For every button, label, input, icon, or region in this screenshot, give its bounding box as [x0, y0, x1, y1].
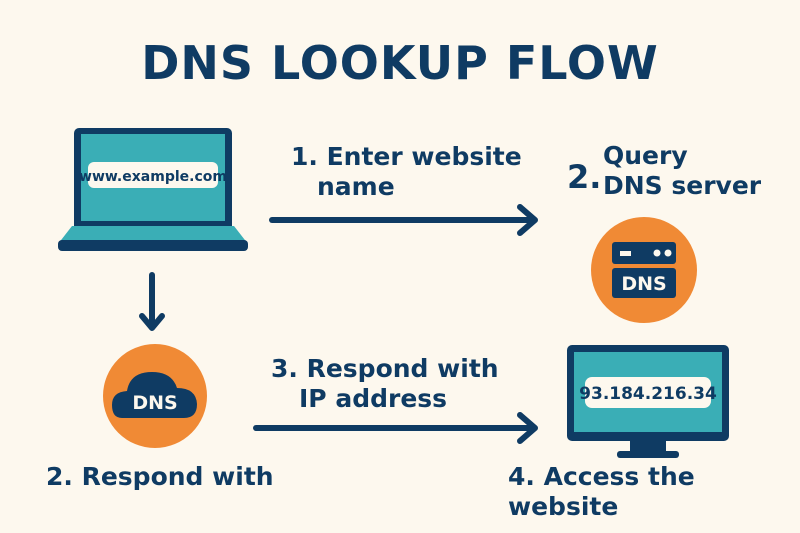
- step4-label: 4. Access the website: [508, 462, 695, 521]
- arrow-respond-ip: [253, 412, 538, 444]
- dns-cloud-icon: [103, 344, 207, 448]
- laptop-url-text: www.example.com: [79, 169, 227, 185]
- monitor-icon: [567, 345, 729, 458]
- step1-label-line2: name: [317, 172, 395, 201]
- step2-query-line2: DNS server: [603, 171, 762, 200]
- url-bar: [88, 162, 218, 188]
- step2-query-line1: Query: [603, 141, 688, 170]
- arrow-enter-website: [269, 204, 538, 236]
- step3-label-line2: IP address: [299, 384, 448, 413]
- ip-address-text: 93.184.216.34: [579, 384, 717, 404]
- page-title: DNS LOOKUP FLOW: [141, 36, 659, 90]
- step2-respond-label: 2. Respond with: [46, 462, 274, 491]
- dns-cloud-label: DNS: [132, 392, 177, 414]
- step3-label-line1: 3. Respond with: [271, 354, 499, 383]
- laptop-icon: [58, 128, 248, 251]
- step1-label-line1: 1. Enter website: [291, 142, 522, 171]
- arrow-down: [139, 272, 165, 331]
- dns-server-label: DNS: [621, 273, 666, 295]
- ip-display: [585, 377, 711, 408]
- dns-server-icon: [591, 217, 697, 323]
- step2-query-number: 2.: [567, 158, 602, 196]
